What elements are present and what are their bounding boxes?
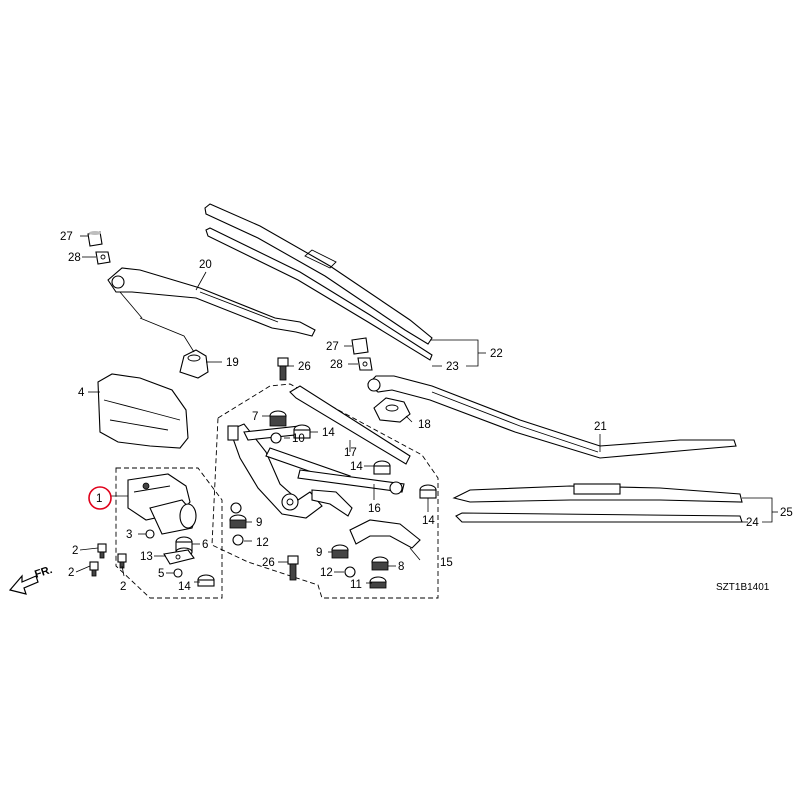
callout-24: 24 — [746, 517, 759, 529]
bolt-2-a[interactable] — [97, 543, 107, 559]
callout-6: 6 — [202, 539, 208, 551]
nut-28-lower[interactable] — [357, 357, 373, 371]
wiper-motor-1[interactable] — [127, 473, 197, 535]
diagram-code: SZT1B1401 — [716, 582, 770, 593]
left-wiper-arm[interactable] — [367, 375, 737, 459]
callout-2-c: 2 — [120, 581, 126, 593]
callout-27-lower: 27 — [326, 341, 339, 353]
callout-labels: 27 28 20 19 4 1 2 2 2 3 13 5 14 6 26 7 1… — [60, 231, 793, 593]
callout-15: 15 — [440, 557, 453, 569]
linkage-assembly[interactable] — [227, 385, 421, 549]
callout-21: 21 — [594, 421, 607, 433]
callout-13: 13 — [140, 551, 153, 563]
left-wiper-blade[interactable] — [452, 483, 743, 523]
grommet-3[interactable] — [145, 529, 155, 539]
callout-2-b: 2 — [68, 567, 74, 579]
bushing-9-a[interactable] — [229, 514, 247, 529]
bushing-11[interactable] — [369, 576, 387, 589]
callout-26-a: 26 — [298, 361, 311, 373]
callout-7: 7 — [252, 411, 258, 423]
callout-27-upper: 27 — [60, 231, 73, 243]
pivot-cap-19[interactable] — [119, 291, 209, 379]
callout-9-b: 9 — [316, 547, 322, 559]
callout-5: 5 — [158, 568, 164, 580]
right-wiper-arm[interactable] — [107, 267, 316, 337]
callout-26-b: 26 — [262, 557, 275, 569]
callout-4: 4 — [78, 387, 85, 399]
bushing-14-b[interactable] — [293, 424, 311, 439]
callout-10: 10 — [292, 433, 305, 445]
leader-lines — [75, 235, 778, 584]
bolt-2-b[interactable] — [89, 561, 99, 577]
callout-20: 20 — [199, 259, 212, 271]
callout-12-a: 12 — [256, 537, 269, 549]
callout-3: 3 — [126, 529, 132, 541]
callout-22: 22 — [490, 348, 503, 360]
bushing-8[interactable] — [371, 556, 389, 571]
callout-11: 11 — [350, 579, 362, 591]
front-direction-indicator: FR. — [8, 564, 54, 595]
nut-28-upper[interactable] — [95, 251, 111, 265]
linkage-group-outline — [211, 383, 439, 599]
callout-9-a: 9 — [256, 517, 262, 529]
callout-25: 25 — [780, 507, 793, 519]
callout-12-b: 12 — [320, 567, 333, 579]
callout-28-upper: 28 — [68, 252, 81, 264]
callout-14-b: 14 — [322, 427, 335, 439]
cap-27-lower[interactable] — [351, 337, 369, 355]
bushing-14-d[interactable] — [419, 484, 437, 499]
callout-19: 19 — [226, 357, 239, 369]
bolt-12-b[interactable] — [344, 566, 356, 578]
bracket-13[interactable] — [163, 549, 195, 565]
callout-28-lower: 28 — [330, 359, 343, 371]
pivot-cap-18[interactable] — [373, 397, 411, 423]
callout-14-a: 14 — [178, 581, 191, 593]
callout-8: 8 — [398, 561, 404, 573]
motor-group-outline — [115, 467, 223, 599]
callout-23: 23 — [446, 361, 459, 373]
motor-cover-4[interactable] — [97, 373, 189, 449]
front-arrow-icon — [8, 574, 39, 595]
callout-14-c: 14 — [350, 461, 363, 473]
callout-2-a: 2 — [72, 545, 78, 557]
callout-16: 16 — [368, 503, 381, 515]
bushing-7[interactable] — [269, 410, 287, 427]
callout-1: 1 — [96, 493, 102, 505]
callout-14-d: 14 — [422, 515, 435, 527]
washer-10[interactable] — [270, 432, 282, 444]
highlight-ring-1 — [88, 486, 112, 510]
bolt-26-b[interactable] — [287, 555, 299, 581]
front-label: FR. — [33, 564, 54, 581]
bushing-14-a[interactable] — [197, 574, 215, 587]
bolt-5[interactable] — [173, 568, 183, 578]
bolt-26-a[interactable] — [277, 357, 289, 381]
bolt-12-a[interactable] — [232, 534, 244, 546]
right-wiper-blade[interactable] — [204, 203, 433, 361]
cap-27-upper[interactable] — [87, 231, 103, 247]
bushing-9-b[interactable] — [331, 544, 349, 559]
bushing-14-c[interactable] — [373, 460, 391, 475]
callout-17: 17 — [344, 447, 357, 459]
bolt-2-c[interactable] — [117, 553, 127, 569]
callout-18: 18 — [418, 419, 431, 431]
